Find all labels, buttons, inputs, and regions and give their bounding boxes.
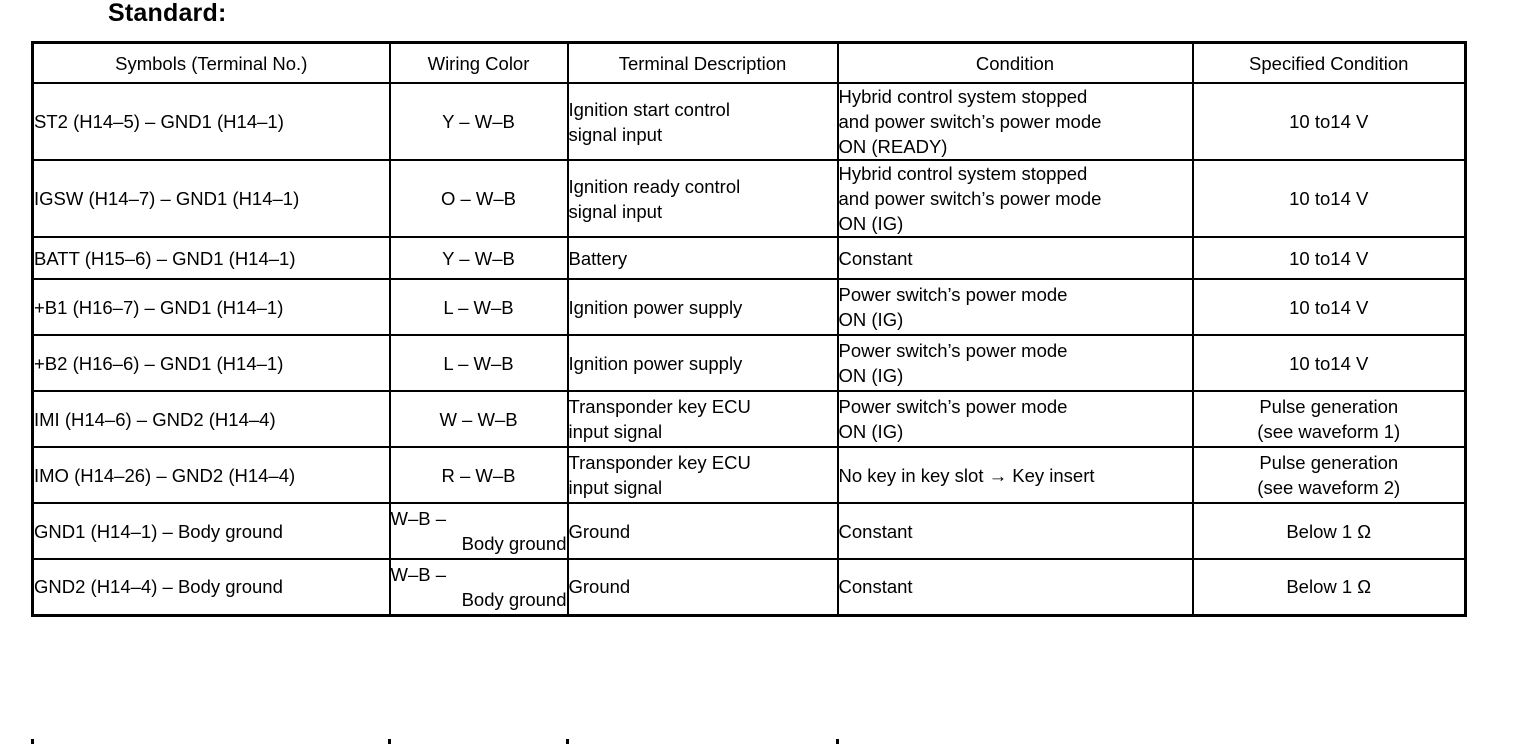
table-body: ST2 (H14–5) – GND1 (H14–1) Y – W–B Ignit… xyxy=(31,82,1467,616)
cell-specified-condition: Below 1 Ω xyxy=(1191,558,1467,616)
column-header-terminal-description: Terminal Description xyxy=(566,41,839,84)
wiring-color-line-1: W–B – xyxy=(390,508,447,529)
cell-terminal-description: Ignition power supply xyxy=(566,278,839,336)
cell-specified-condition: 10 to14 V xyxy=(1191,236,1467,280)
cell-terminal-description: Ground xyxy=(566,502,839,560)
cell-terminal-description: Ground xyxy=(566,558,839,616)
cell-condition: Constant xyxy=(836,502,1194,560)
cell-specified-condition: Pulse generation(see waveform 1) xyxy=(1191,390,1467,448)
cell-wiring-color: W – W–B xyxy=(388,390,569,448)
cell-wiring-color: W–B – Body ground xyxy=(388,502,569,560)
cell-symbols: IMI (H14–6) – GND2 (H14–4) xyxy=(31,390,391,448)
table-row: GND1 (H14–1) – Body ground W–B – Body gr… xyxy=(31,502,1467,560)
table-row: BATT (H15–6) – GND1 (H14–1) Y – W–B Batt… xyxy=(31,236,1467,280)
cell-condition: Constant xyxy=(836,236,1194,280)
table-row: IGSW (H14–7) – GND1 (H14–1) O – W–B Igni… xyxy=(31,159,1467,238)
cell-terminal-description: Battery xyxy=(566,236,839,280)
cell-specified-condition: Below 1 Ω xyxy=(1191,502,1467,560)
table-row: GND2 (H14–4) – Body ground W–B – Body gr… xyxy=(31,558,1467,616)
cell-specified-condition: 10 to14 V xyxy=(1191,82,1467,161)
cell-condition: Constant xyxy=(836,558,1194,616)
table-header-row: Symbols (Terminal No.) Wiring Color Term… xyxy=(31,41,1467,84)
cell-symbols: ST2 (H14–5) – GND1 (H14–1) xyxy=(31,82,391,161)
column-header-specified-condition: Specified Condition xyxy=(1191,41,1467,84)
cell-condition: No key in key slot → Key insert xyxy=(836,446,1194,504)
cell-wiring-color: L – W–B xyxy=(388,278,569,336)
cell-wiring-color: Y – W–B xyxy=(388,82,569,161)
cell-symbols: GND1 (H14–1) – Body ground xyxy=(31,502,391,560)
terminal-specification-table: Symbols (Terminal No.) Wiring Color Term… xyxy=(31,41,1467,617)
table-row: +B2 (H16–6) – GND1 (H14–1) L – W–B Ignit… xyxy=(31,334,1467,392)
clipped-next-table-edge xyxy=(31,739,1464,744)
cell-specified-condition: 10 to14 V xyxy=(1191,159,1467,238)
cell-symbols: GND2 (H14–4) – Body ground xyxy=(31,558,391,616)
cell-symbols: IGSW (H14–7) – GND1 (H14–1) xyxy=(31,159,391,238)
table-row: IMO (H14–26) – GND2 (H14–4) R – W–B Tran… xyxy=(31,446,1467,504)
column-header-symbols: Symbols (Terminal No.) xyxy=(31,41,391,84)
table-row: +B1 (H16–7) – GND1 (H14–1) L – W–B Ignit… xyxy=(31,278,1467,336)
cell-wiring-color: R – W–B xyxy=(388,446,569,504)
cell-symbols: +B1 (H16–7) – GND1 (H14–1) xyxy=(31,278,391,336)
column-header-condition: Condition xyxy=(836,41,1194,84)
cell-specified-condition: 10 to14 V xyxy=(1191,334,1467,392)
cell-specified-condition: Pulse generation(see waveform 2) xyxy=(1191,446,1467,504)
table-row: IMI (H14–6) – GND2 (H14–4) W – W–B Trans… xyxy=(31,390,1467,448)
cell-wiring-color: Y – W–B xyxy=(388,236,569,280)
column-header-wiring-color: Wiring Color xyxy=(388,41,569,84)
wiring-color-line-1: W–B – xyxy=(390,563,447,585)
cell-wiring-color: O – W–B xyxy=(388,159,569,238)
cell-symbols: IMO (H14–26) – GND2 (H14–4) xyxy=(31,446,391,504)
table-row: ST2 (H14–5) – GND1 (H14–1) Y – W–B Ignit… xyxy=(31,82,1467,161)
page-title: Standard: xyxy=(108,0,227,27)
cell-wiring-color: W–B – Body ground xyxy=(388,558,569,616)
cell-terminal-description: Ignition power supply xyxy=(566,334,839,392)
wiring-color-line-2: Body ground xyxy=(461,533,567,554)
cell-symbols: +B2 (H16–6) – GND1 (H14–1) xyxy=(31,334,391,392)
wiring-color-line-2: Body ground xyxy=(461,588,567,610)
cell-symbols: BATT (H15–6) – GND1 (H14–1) xyxy=(31,236,391,280)
cell-specified-condition: 10 to14 V xyxy=(1191,278,1467,336)
cell-wiring-color: L – W–B xyxy=(388,334,569,392)
